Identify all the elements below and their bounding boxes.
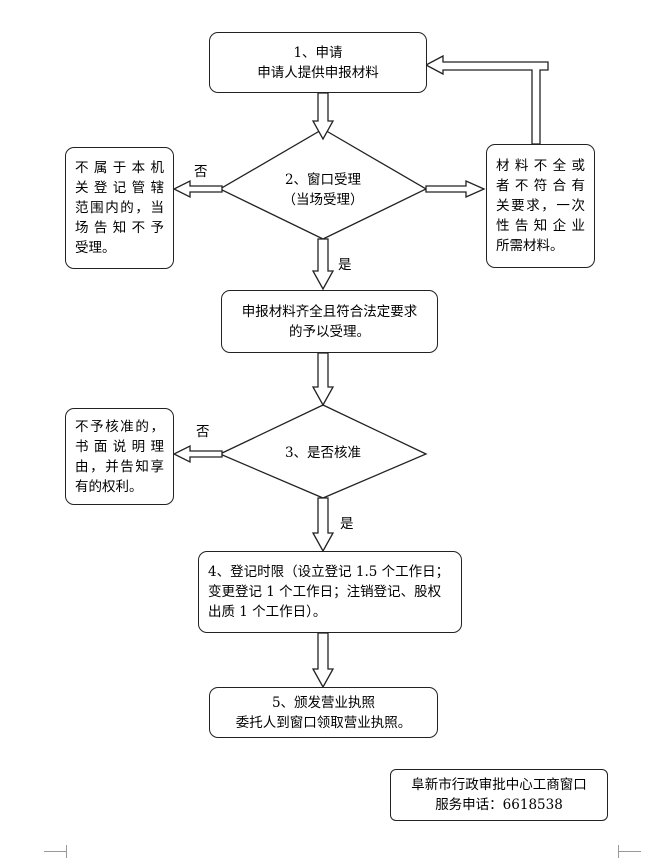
reject-left-line: 受理。 [75,240,116,256]
deny-line: 不予核准的， [75,418,164,435]
label-yes-2: 是 [340,516,354,532]
incomplete-line: 者不符合有 [496,178,585,194]
crop-mark [44,851,66,852]
reject-left-line: 范围内的，当 [75,200,164,216]
contact-office: 阜新市行政审批中心工商窗口 [411,777,587,793]
step1-title: 1、申请 [293,44,343,61]
step4-time-limit-box: 4、登记时限（设立登记 1.5 个工作日； 变更登记 1 个工作日；注销登记、股… [198,551,462,633]
deny-line: 书面说明理 [75,438,164,455]
crop-mark [619,851,641,852]
step4-line3: 出质 1 个工作日）。 [208,604,327,620]
label-yes-1: 是 [338,257,352,273]
arrow-accept-to-diamond [311,352,335,407]
decision-approve-text: 3、是否核准 [243,443,403,463]
reject-left-line: 关登记管辖 [75,180,164,196]
crop-mark [618,845,619,858]
reject-left-line: 不属于本机 [75,160,164,176]
crop-mark [66,845,67,858]
label-no-left-2: 否 [196,424,210,440]
arrow-diamond-to-reject-right [425,179,486,199]
incomplete-materials-box: 材料不全或 者不符合有 关要求，一次 性告知企业 所需材料。 [486,144,595,268]
decision-window-sub: （当场受理） [282,192,364,208]
step1-apply-box: 1、申请 申请人提供申报材料 [209,32,427,93]
label-no-left-1: 否 [194,164,208,180]
arrow-diamond-to-accept [311,238,335,291]
return-path-to-step1 [424,54,549,145]
decision-window-title: 2、窗口受理 [284,172,362,188]
incomplete-line: 关要求，一次 [496,198,585,214]
reject-out-of-scope-box: 不属于本机 关登记管辖 范围内的，当 场告知不予 受理。 [65,147,174,269]
deny-line: 由，并告知享 [75,458,164,475]
arrow-diamond-to-reject-left [172,179,223,199]
step4-line1: 4、登记时限（设立登记 1.5 个工作日； [208,564,450,580]
decision-approve-title: 3、是否核准 [284,445,362,461]
step4-line2: 变更登记 1 个工作日；注销登记、股权 [208,584,442,600]
incomplete-line: 性告知企业 [496,218,585,234]
arrow-step4-to-step5 [311,632,335,689]
step1-desc: 申请人提供申报材料 [257,64,379,81]
step5-title: 5、颁发营业执照 [271,694,376,711]
incomplete-line: 所需材料。 [496,238,564,254]
deny-box: 不予核准的， 书面说明理 由，并告知享 有的权利。 [65,408,174,505]
arrow-diamond-to-step4 [311,497,335,553]
deny-line: 有的权利。 [75,478,143,495]
reject-left-line: 场告知不予 [75,220,164,236]
contact-box: 阜新市行政审批中心工商窗口 服务申话：6618538 [390,769,608,821]
arrow-diamond-to-deny [172,444,223,464]
incomplete-line: 材料不全或 [496,158,585,174]
step5-license-box: 5、颁发营业执照 委托人到窗口领取营业执照。 [209,687,438,738]
accept-line2: 的予以受理。 [289,323,370,340]
contact-phone: 服务申话：6618538 [435,797,563,813]
accept-box: 申报材料齐全且符合法定要求 的予以受理。 [221,290,438,353]
accept-line1: 申报材料齐全且符合法定要求 [241,303,418,320]
step5-desc: 委托人到窗口领取营业执照。 [235,714,412,731]
arrow-step1-to-diamond [311,92,335,141]
decision-window-text: 2、窗口受理 （当场受理） [243,170,403,210]
